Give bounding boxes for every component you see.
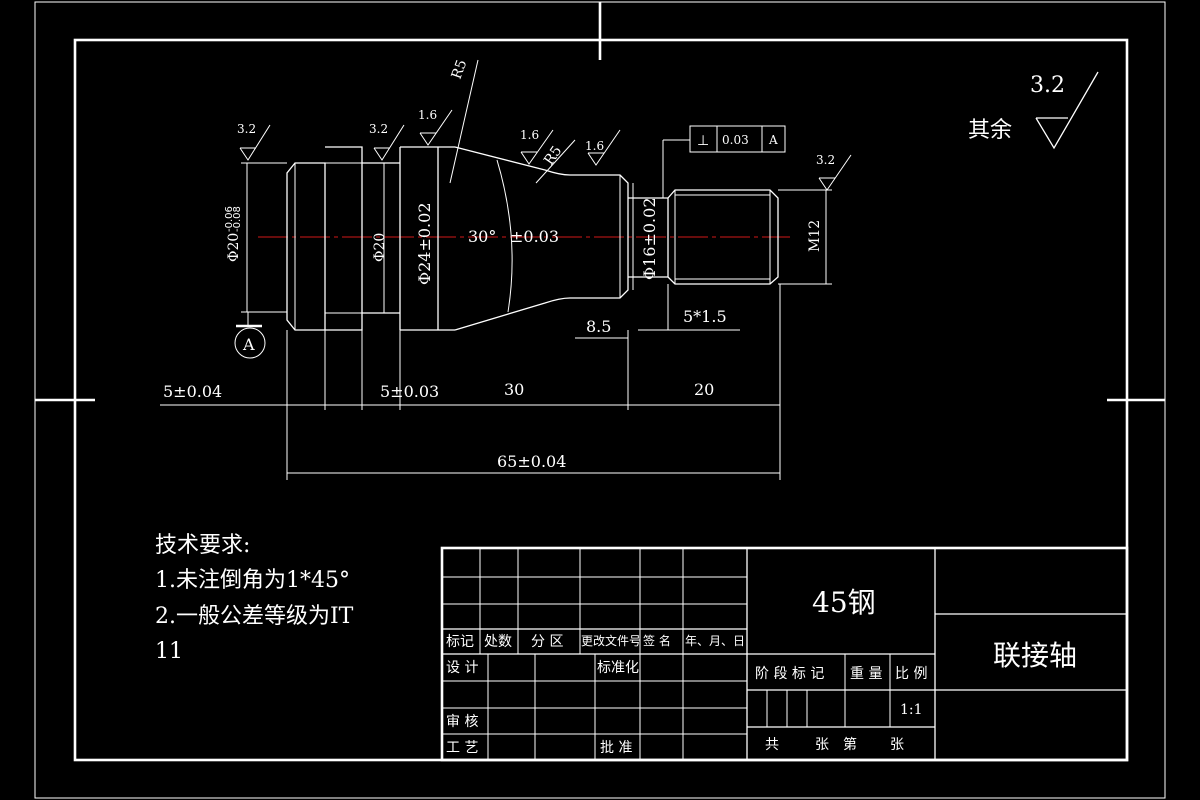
dim-len-30: 30 <box>504 380 524 399</box>
dim-dia20-left-tol: -0.06 <box>224 206 235 232</box>
tb-header-signature: 签 名 <box>643 633 671 648</box>
dim-r5-mid: R5 <box>541 143 565 168</box>
sf-mark-4: 1.6 <box>520 128 539 142</box>
dim-angle-tol: ±0.03 <box>510 227 559 246</box>
sf-mark-1: 3.2 <box>237 122 256 136</box>
tb-design: 设 计 <box>446 660 478 676</box>
tech-req-line3: 11 <box>155 639 183 664</box>
general-roughness-value: 3.2 <box>1030 73 1065 98</box>
tb-header-date: 年、月、日 <box>685 634 745 648</box>
sf-mark-6: 3.2 <box>816 153 835 167</box>
tb-sheet: 张 <box>815 737 829 753</box>
tolerance-symbol: ⊥ <box>697 133 709 149</box>
tb-stage-mark: 阶 段 标 记 <box>755 666 824 682</box>
part-name: 联接轴 <box>993 639 1077 672</box>
dim-thread: M12 <box>807 220 823 252</box>
material: 45钢 <box>812 586 876 619</box>
tb-sheet2: 张 <box>890 737 904 753</box>
dim-len-5-mid: 5±0.03 <box>380 382 439 401</box>
tolerance-datum: A <box>768 133 778 147</box>
datum-label: A <box>242 335 255 354</box>
dim-len-8-5: 8.5 <box>586 317 611 336</box>
diameter-dim-lines <box>241 140 832 330</box>
tech-req-line1: 1.未注倒角为1*45° <box>155 568 350 593</box>
dim-dia20-mid: Φ20 <box>372 233 388 262</box>
dim-len-5-left: 5±0.04 <box>163 382 222 401</box>
tb-approve: 批 准 <box>600 740 632 756</box>
dim-total-65: 65±0.04 <box>497 452 566 471</box>
tb-scale-value: 1:1 <box>900 702 923 718</box>
tb-header-mark: 标记 <box>446 634 474 650</box>
dim-dia24: Φ24±0.02 <box>415 202 434 285</box>
datum-circle <box>234 327 266 359</box>
dim-dia20-left: Φ20 <box>226 233 242 262</box>
tb-page: 第 <box>843 736 857 753</box>
dim-angle: 30° <box>468 227 496 246</box>
horizontal-dim-lines <box>160 404 780 474</box>
tolerance-value: 0.03 <box>722 133 749 147</box>
leader-lines <box>247 59 781 480</box>
surface-finish-marks <box>239 71 1099 191</box>
tb-standardize: 标准化 <box>597 660 639 676</box>
angle-arc <box>496 159 513 313</box>
tb-review: 审 核 <box>446 714 478 730</box>
sf-mark-3: 1.6 <box>418 108 437 122</box>
tb-header-count: 处数 <box>484 634 512 650</box>
tb-weight: 重 量 <box>850 666 882 682</box>
general-roughness-label: 其余 <box>968 118 1012 143</box>
tb-total: 共 <box>765 737 779 753</box>
tb-header-zone: 分 区 <box>531 634 563 650</box>
title-block-grid <box>440 546 1129 762</box>
tech-req-line2: 2.一般公差等级为IT <box>155 604 354 629</box>
tech-req-title: 技术要求: <box>155 533 250 558</box>
tb-process: 工 艺 <box>446 740 478 756</box>
dim-dia16: Φ16±0.02 <box>640 197 659 280</box>
dim-r5-top: R5 <box>449 58 471 82</box>
dim-chamfer: 5*1.5 <box>683 307 727 326</box>
tb-header-change-doc: 更改文件号 <box>581 633 641 648</box>
tb-scale-label: 比 例 <box>895 666 927 682</box>
sf-mark-5: 1.6 <box>585 139 604 153</box>
tolerance-frame <box>663 125 786 153</box>
dim-dia20-left-tol2: -0.08 <box>232 206 243 232</box>
sf-mark-2: 3.2 <box>369 122 388 136</box>
dim-len-20: 20 <box>694 380 714 399</box>
